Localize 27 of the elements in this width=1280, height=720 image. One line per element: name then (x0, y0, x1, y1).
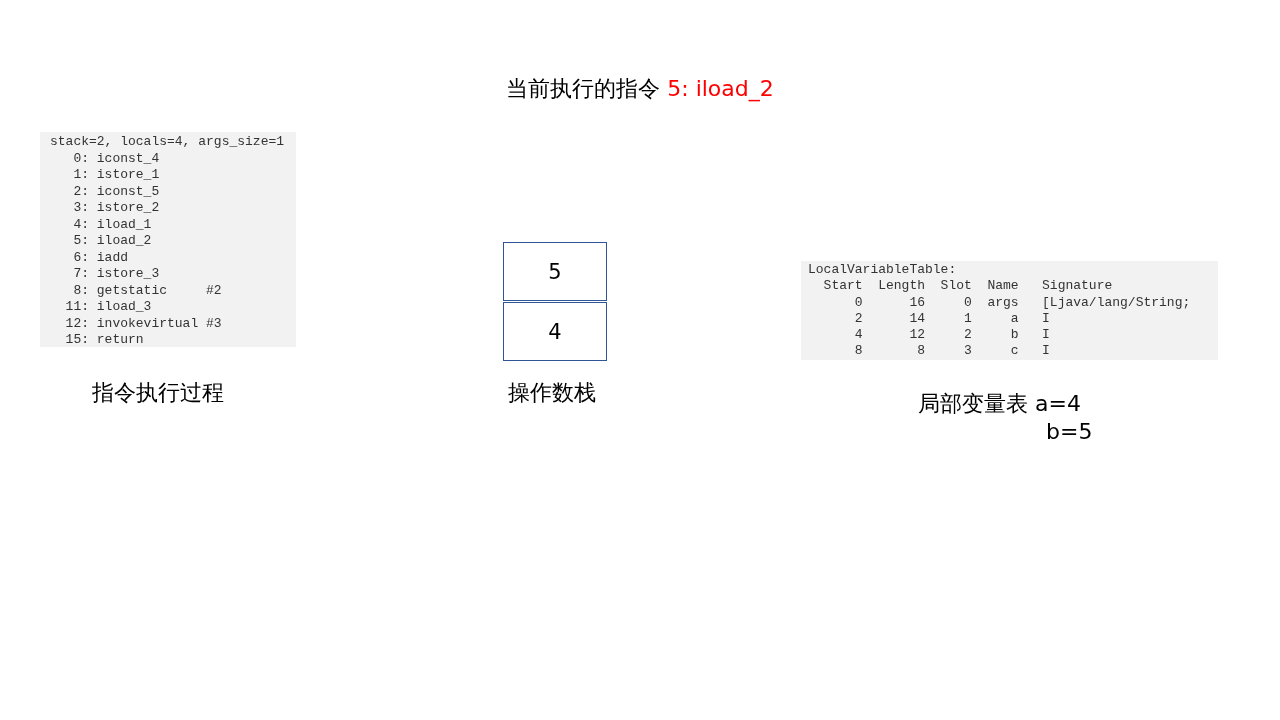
value-note: b=5 (1046, 419, 1093, 444)
code-line: 2: iconst_5 (72, 183, 160, 200)
table-row-text: 8 8 3 c I (853, 343, 1050, 360)
code-line: 0: iconst_4 (72, 150, 160, 167)
table-row-text: 0 16 0 args [Ljava/lang/String; (853, 294, 1191, 311)
code-line: 3: istore_2 (72, 200, 160, 217)
table-row: LocalVariableTable: (808, 262, 957, 279)
title: 当前执行的指令 (506, 76, 661, 101)
code-line: 15: return (64, 332, 144, 349)
caption: 局部变量表 a=4 (918, 390, 1081, 418)
table-row-text: Start Length Slot Name Signature (822, 278, 1113, 295)
code-line: 1: istore_1 (72, 167, 160, 184)
code-line: stack=2, locals=4, args_size=1 (50, 134, 285, 151)
code-line: 11: iload_3 (64, 299, 152, 316)
caption: 指令执行过程 (92, 379, 224, 407)
code-line: 4: iload_1 (72, 216, 152, 233)
code-line: 6: iadd (72, 249, 128, 266)
table-row-text: 2 14 1 a I (853, 310, 1050, 328)
caption: 操作数栈 (508, 379, 596, 407)
current-instruction: 5: iload_2 (667, 76, 774, 101)
code-line: 5: iload_2 (72, 233, 152, 250)
code-line: 8: getstatic #2 (72, 282, 222, 299)
stack-slot: 4 (503, 302, 607, 361)
table-row-text: 4 12 2 b I (853, 327, 1050, 344)
code-line: 12: invokevirtual #3 (64, 315, 222, 332)
code-line: 7: istore_3 (72, 266, 160, 283)
stack-slot: 5 (503, 242, 607, 301)
